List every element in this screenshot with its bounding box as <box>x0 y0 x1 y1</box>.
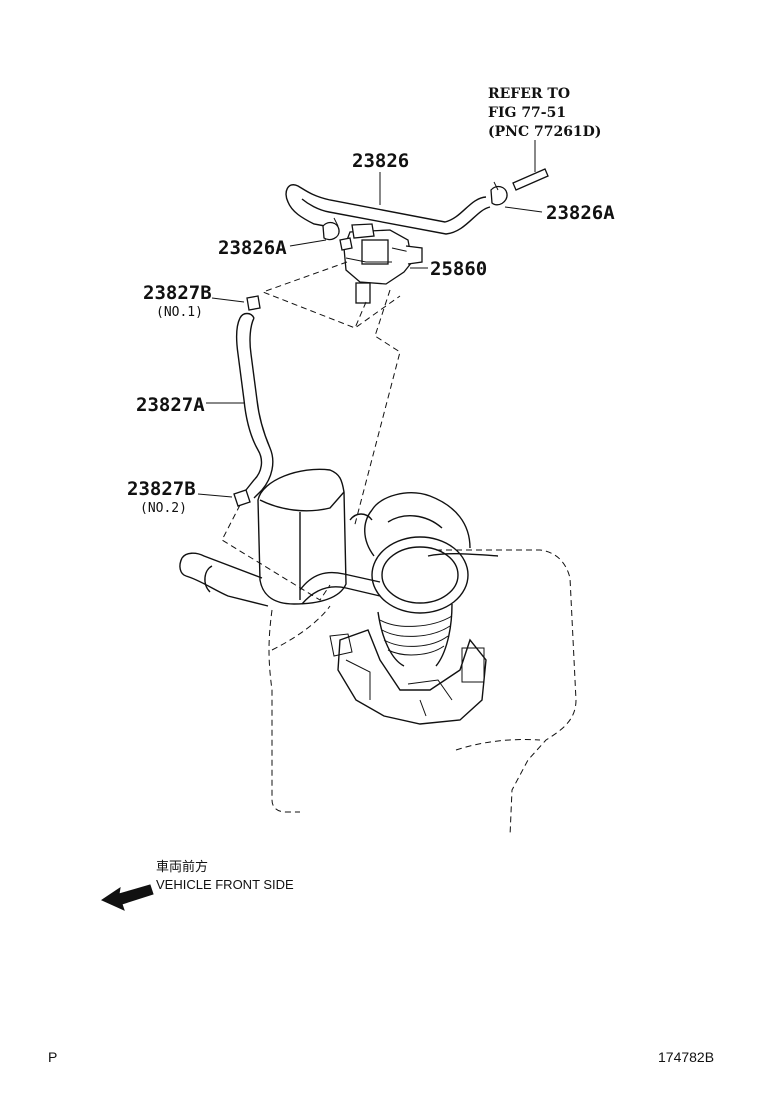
valve-25860: 25860 <box>339 223 487 304</box>
label-23827b-top: 23827B <box>143 282 212 304</box>
leader-23826a-left <box>289 239 327 247</box>
engine-assembly <box>179 468 577 837</box>
clamp-23826a-left: 23826A <box>218 217 340 259</box>
reference-note: REFER TO FIG 77-51 (PNC 77261D) <box>488 86 601 191</box>
label-23826a-right: 23826A <box>546 202 615 224</box>
footer-left-code: P <box>48 1049 57 1065</box>
leader-23827b-top <box>211 297 245 303</box>
label-23827a: 23827A <box>136 394 205 416</box>
label-25860: 25860 <box>430 258 487 280</box>
label-23826a-left: 23826A <box>218 237 287 259</box>
label-23827b-top-sub: (NO.1) <box>156 305 203 320</box>
leader-23827b-bottom <box>197 493 233 498</box>
direction-english: VEHICLE FRONT SIDE <box>156 877 294 892</box>
front-arrow-icon <box>100 884 154 911</box>
direction-japanese: 車両前方 <box>156 859 208 874</box>
valve-dashed-links <box>261 261 401 529</box>
label-23827b-bottom: 23827B <box>127 478 196 500</box>
clamp-23827b-bottom: 23827B (NO.2) <box>127 478 251 516</box>
reference-line-2: FIG 77-51 <box>488 105 566 121</box>
clamp-23827b-top: 23827B (NO.1) <box>143 282 261 320</box>
clamp-23826a-right: 23826A <box>490 181 615 224</box>
hose-23826: 23826 <box>285 150 491 235</box>
reference-line-3: (PNC 77261D) <box>488 124 601 140</box>
vehicle-front-indicator: 車両前方 VEHICLE FRONT SIDE <box>100 859 294 911</box>
leader-23826a-right <box>504 206 543 213</box>
reference-line-1: REFER TO <box>488 86 570 102</box>
illustration-number: 174782B <box>658 1049 714 1065</box>
label-23826: 23826 <box>352 150 409 172</box>
hose-23827a: 23827A <box>136 312 274 499</box>
lower-dashed-link <box>221 504 331 601</box>
label-23827b-bottom-sub: (NO.2) <box>140 501 187 516</box>
referenced-pipe-stub <box>512 168 549 191</box>
